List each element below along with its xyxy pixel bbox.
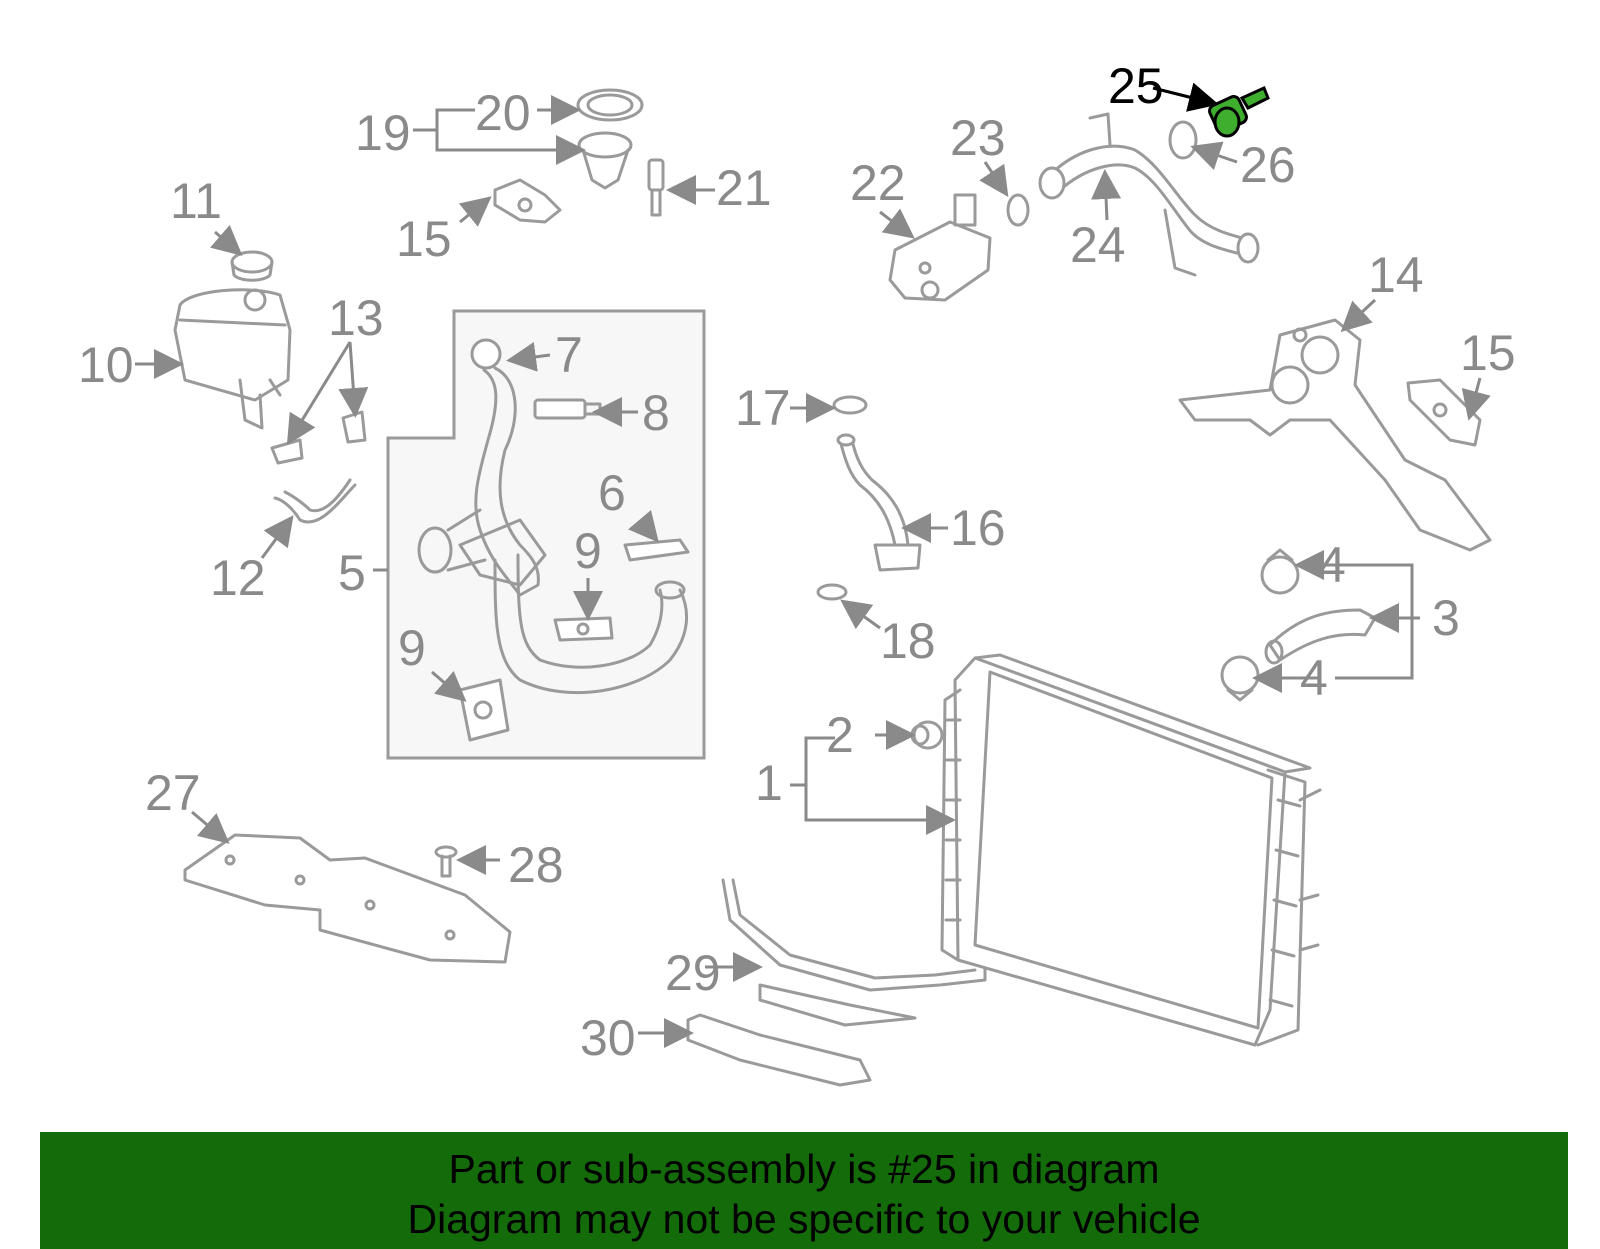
- callout-12[interactable]: 12: [210, 550, 266, 606]
- o-ring-lower-part[interactable]: [816, 583, 848, 601]
- thermostat-part[interactable]: [577, 131, 633, 190]
- callout-30[interactable]: 30: [580, 1010, 636, 1066]
- callout-1[interactable]: 1: [755, 755, 783, 811]
- callout-9-lower[interactable]: 9: [398, 620, 426, 676]
- callout-23[interactable]: 23: [950, 110, 1006, 166]
- hose-bracket-part[interactable]: [623, 538, 690, 562]
- callout-17[interactable]: 17: [735, 380, 791, 436]
- callout-6[interactable]: 6: [598, 465, 626, 521]
- overflow-hose-part[interactable]: [273, 478, 357, 524]
- callout-3[interactable]: 3: [1432, 590, 1460, 646]
- callout-21[interactable]: 21: [716, 160, 772, 216]
- callout-16[interactable]: 16: [950, 500, 1006, 556]
- callout-15-right[interactable]: 15: [1460, 325, 1516, 381]
- o-ring-part[interactable]: [1168, 120, 1198, 160]
- hose-assembly-box: [386, 309, 706, 760]
- thermostat-seal-part[interactable]: [576, 88, 644, 122]
- callout-24[interactable]: 24: [1070, 217, 1126, 273]
- hose-clamp-upper-part[interactable]: [1260, 548, 1300, 595]
- reservoir-clip-right-part[interactable]: [341, 410, 367, 444]
- push-pin-part[interactable]: [434, 845, 458, 878]
- callout-20[interactable]: 20: [475, 85, 531, 141]
- temp-sensor-part[interactable]: [647, 158, 665, 217]
- air-deflector-part[interactable]: [686, 1013, 872, 1087]
- callout-7[interactable]: 7: [555, 327, 583, 383]
- coolant-pipe-part[interactable]: [1038, 112, 1260, 277]
- air-baffle-part[interactable]: [721, 878, 987, 1027]
- callout-5[interactable]: 5: [338, 545, 366, 601]
- callout-29[interactable]: 29: [665, 945, 721, 1001]
- gasket-upper-part[interactable]: [493, 178, 562, 224]
- callout-15-upper[interactable]: 15: [396, 211, 452, 267]
- bushing-part[interactable]: [910, 720, 944, 750]
- coolant-reservoir-part[interactable]: [173, 288, 292, 430]
- parts-diagram: 1 2 3 4 4 5 6 7 8 9 9 10 11 12 13 14 15 …: [78, 58, 1516, 1087]
- callout-4-lower[interactable]: 4: [1300, 650, 1328, 706]
- reservoir-cap-part[interactable]: [230, 250, 274, 282]
- hose-clip-upper-part[interactable]: [553, 616, 614, 642]
- highlighted-part-25[interactable]: [1208, 85, 1270, 138]
- callout-2[interactable]: 2: [826, 707, 854, 763]
- callout-18[interactable]: 18: [880, 613, 936, 669]
- callout-9-upper[interactable]: 9: [574, 523, 602, 579]
- bypass-pipe-part[interactable]: [836, 433, 922, 572]
- hose-clip-lower-part[interactable]: [458, 678, 510, 742]
- caption-line-part-number: Part or sub-assembly is #25 in diagram: [448, 1146, 1160, 1192]
- callout-8[interactable]: 8: [642, 385, 670, 441]
- callout-13[interactable]: 13: [328, 290, 384, 346]
- water-outlet-part[interactable]: [1178, 318, 1492, 552]
- callout-10[interactable]: 10: [78, 337, 134, 393]
- caption-line-disclaimer: Diagram may not be specific to your vehi…: [407, 1196, 1201, 1242]
- radiator-part[interactable]: [940, 653, 1322, 1047]
- thermostat-housing-part[interactable]: [888, 193, 992, 302]
- callout-22[interactable]: 22: [850, 155, 906, 211]
- callout-labels: 1 2 3 4 4 5 6 7 8 9 9 10 11 12 13 14 15 …: [78, 58, 1516, 1066]
- caption-banner: Part or sub-assembly is #25 in diagram D…: [40, 1132, 1568, 1249]
- gasket-right-part[interactable]: [1406, 378, 1482, 447]
- callout-28[interactable]: 28: [508, 837, 564, 893]
- hose-clamp-lower-part[interactable]: [1220, 655, 1260, 702]
- callout-25-highlighted[interactable]: 25: [1108, 58, 1164, 114]
- reservoir-clip-left-part[interactable]: [270, 438, 304, 465]
- splash-shield-part[interactable]: [183, 833, 512, 964]
- callout-11[interactable]: 11: [170, 173, 222, 229]
- upper-radiator-hose-part[interactable]: [417, 338, 689, 695]
- housing-seal-part[interactable]: [1006, 193, 1030, 227]
- callout-19[interactable]: 19: [355, 105, 411, 161]
- callout-4-upper[interactable]: 4: [1318, 537, 1346, 593]
- callout-14[interactable]: 14: [1368, 247, 1424, 303]
- callout-27[interactable]: 27: [145, 765, 201, 821]
- callout-26[interactable]: 26: [1240, 137, 1296, 193]
- o-ring-upper-part[interactable]: [832, 395, 868, 415]
- leader-lines: [135, 82, 1491, 1048]
